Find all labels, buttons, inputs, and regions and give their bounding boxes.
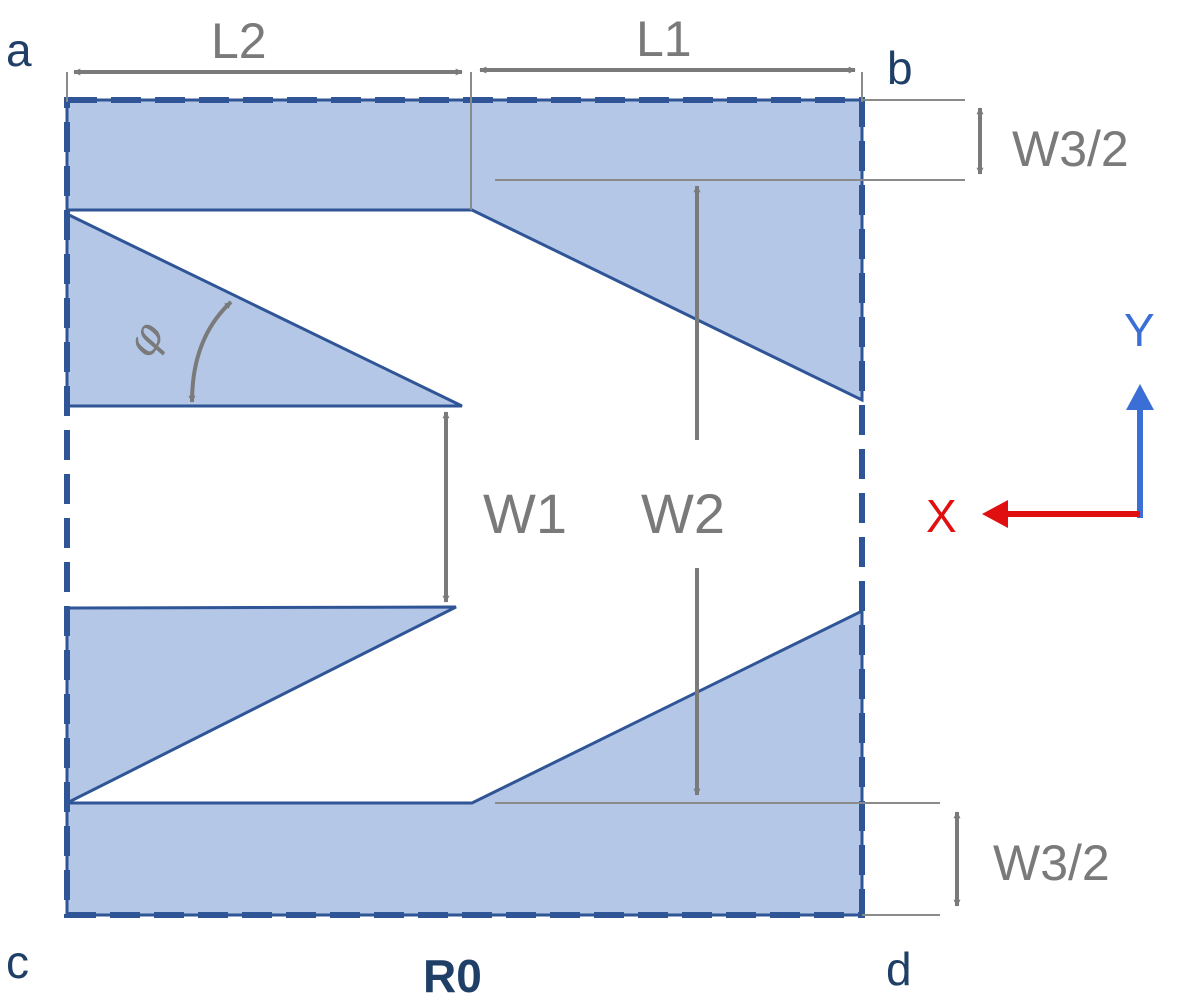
w1-label: W1 [483, 482, 567, 545]
cell-boundary [64, 97, 865, 918]
coordinate-axes [982, 384, 1154, 528]
corner-a-label: a [6, 24, 32, 76]
l2-label: L2 [211, 13, 267, 69]
reference-lines [66, 72, 965, 916]
corner-c-label: c [6, 936, 29, 988]
filled-regions [65, 98, 864, 917]
w2-label: W2 [641, 482, 725, 545]
lower-left-wedge [65, 605, 457, 806]
l1-label: L1 [636, 11, 692, 67]
corner-b-label: b [887, 42, 913, 94]
x-axis-label: X [926, 490, 957, 542]
upper-left-wedge [65, 211, 463, 408]
cell-label: R0 [423, 950, 482, 1002]
phi-arc-arrow [188, 300, 233, 403]
dimension-arrows [73, 66, 984, 907]
x-axis-arrowhead [982, 500, 1008, 528]
w3-top-label: W3/2 [1012, 121, 1129, 177]
corner-d-label: d [886, 943, 912, 995]
w3-bottom-label: W3/2 [993, 835, 1110, 891]
y-axis-label: Y [1124, 304, 1155, 356]
y-axis-arrowhead [1126, 384, 1154, 410]
